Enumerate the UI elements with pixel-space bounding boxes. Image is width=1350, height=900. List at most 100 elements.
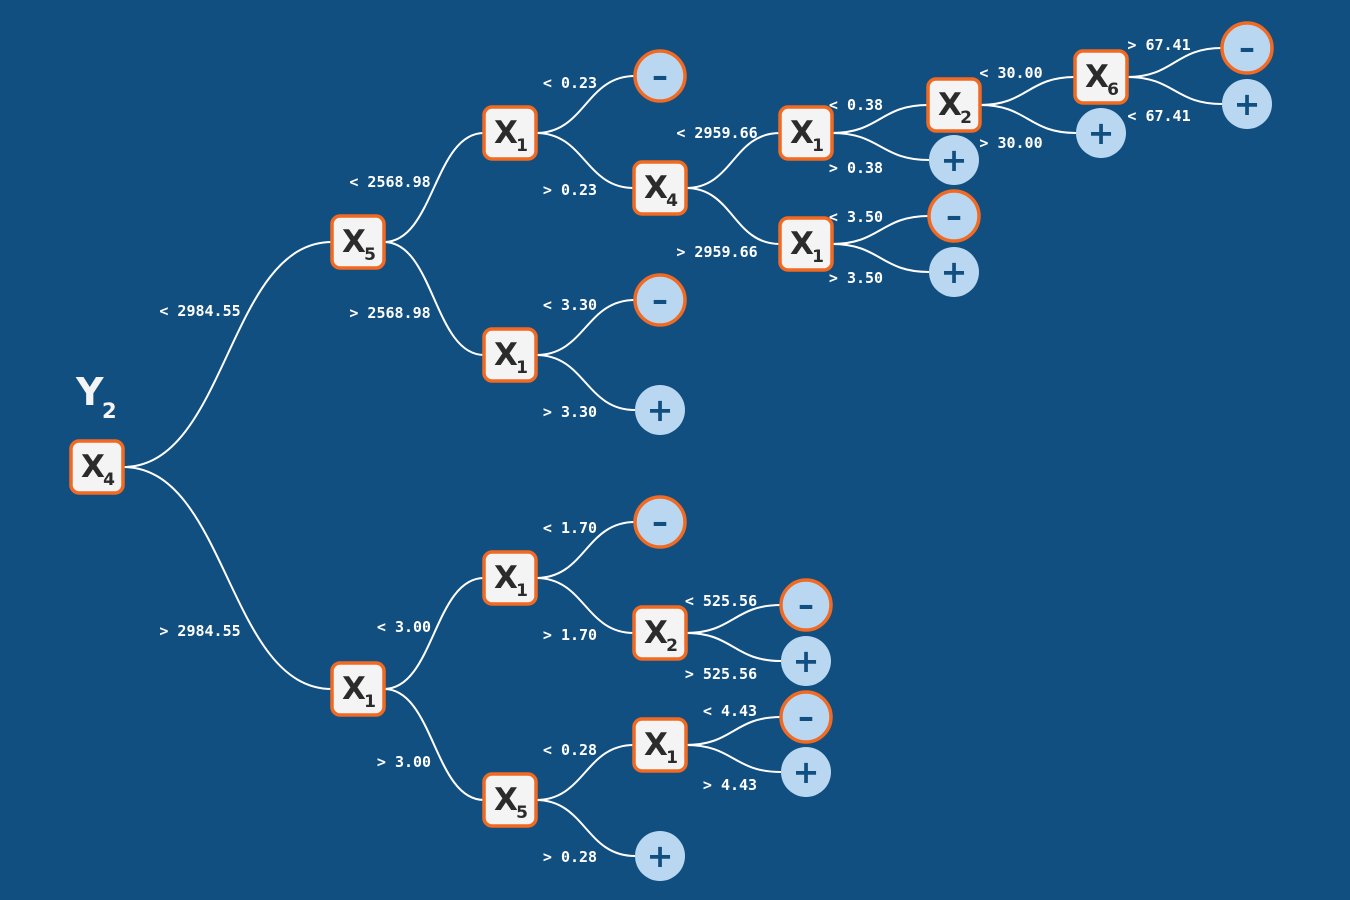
plus-icon [781,636,831,686]
edge-n1a-L7 [535,75,636,134]
edge-n5b-n1g [535,744,635,801]
edge-n1b-n2a [831,104,929,134]
edge-label: > 3.00 [377,753,431,771]
edge-label: > 2568.98 [349,304,430,322]
node-subscript: 4 [666,191,678,211]
plus-icon [781,747,831,797]
split-node-n2a: X2 [926,77,982,133]
node-box [482,550,538,606]
edge-n2a-L3 [979,104,1077,134]
node-variable: X [644,727,668,763]
edge-n1e-L8 [535,299,636,356]
minus-icon [633,273,687,327]
node-subscript: 1 [516,358,528,378]
leaf-sign: + [941,141,968,179]
node-subscript: 1 [812,136,824,156]
edge-n1c-n2b [535,577,635,634]
minus-icon [779,690,833,744]
edge-label: > 30.00 [979,134,1042,152]
leaf-sign: + [1234,85,1261,123]
split-node-n1f: X1 [330,661,386,717]
leaf-sign: + [1088,114,1115,152]
node-variable: X [644,615,668,651]
leaf-negative: – [1220,21,1274,75]
edge-label: < 3.00 [377,618,431,636]
edge-n5b-L15 [535,799,636,857]
leaf-negative: – [633,495,687,549]
leaf-positive: + [929,135,979,185]
edge-n1a-n4a [535,132,635,189]
edge-n1c-L10 [535,521,636,579]
node-box [632,717,688,773]
node-box [632,605,688,661]
edge-n4a-n1d [685,187,781,245]
leaf-sign: – [652,281,668,319]
leaf-positive: + [1076,108,1126,158]
leaf-positive: + [929,247,979,297]
edge-label: > 67.41 [1127,36,1190,54]
edge-n1d-L6 [831,243,930,273]
leaf-sign: – [1239,29,1255,67]
edge-label: < 3.50 [829,208,883,226]
leaf-sign: – [652,503,668,541]
edge-n1g-L14 [685,744,782,773]
node-subscript: 5 [364,245,376,265]
leaf-sign: + [793,753,820,791]
edge-label: < 1.70 [543,519,597,537]
edge-label: < 3.30 [543,296,597,314]
tree-target-title: Y 2 [75,370,117,423]
edge-label: < 525.56 [685,592,757,610]
edge-root-n5a [122,241,333,468]
edge-n2b-L12 [685,632,782,662]
split-node-n1d: X1 [778,216,834,272]
node-subscript: 5 [516,803,528,823]
node-variable: X [81,449,105,485]
node-box [926,77,982,133]
node-box [330,661,386,717]
edge-label: > 525.56 [685,665,757,683]
edge-n1f-n1c [383,577,485,690]
split-node-root: X4 [69,439,125,495]
edge-n5a-n1e [383,241,485,356]
leaf-sign: – [798,586,814,624]
split-node-n2b: X2 [632,605,688,661]
target-variable: Y [75,370,104,414]
node-box [69,439,125,495]
edge-label: > 3.50 [829,269,883,287]
minus-icon [1220,21,1274,75]
node-variable: X [494,782,518,818]
leaf-negative: – [927,189,981,243]
edge-n4a-n1b [685,132,781,189]
split-node-n1g: X1 [632,717,688,773]
edge-n1d-L5 [831,215,930,245]
node-box [778,216,834,272]
leaf-sign: + [647,391,674,429]
node-variable: X [1085,59,1109,95]
node-box [778,105,834,161]
edge-label: < 2984.55 [159,302,240,320]
edge-n1b-L4 [831,132,930,161]
target-subscript: 2 [102,399,117,423]
leaf-negative: – [779,690,833,744]
minus-icon [927,189,981,243]
edge-label: > 0.23 [543,181,597,199]
edge-label: > 0.38 [829,159,883,177]
edge-root-n1f [122,466,333,690]
split-node-n1c: X1 [482,550,538,606]
edge-label: > 2984.55 [159,622,240,640]
node-subscript: 1 [364,692,376,712]
edge-n6a-L1 [1126,47,1223,78]
leaf-sign: + [647,837,674,875]
node-variable: X [342,671,366,707]
plus-icon [1076,108,1126,158]
plus-icon [635,831,685,881]
edge-n1e-L9 [535,354,636,411]
leaf-sign: – [652,57,668,95]
split-node-n6a: X6 [1073,49,1129,105]
edges-layer [122,47,1223,857]
edge-label: < 30.00 [979,64,1042,82]
node-box [330,214,386,270]
edge-n2a-n6a [979,76,1076,106]
